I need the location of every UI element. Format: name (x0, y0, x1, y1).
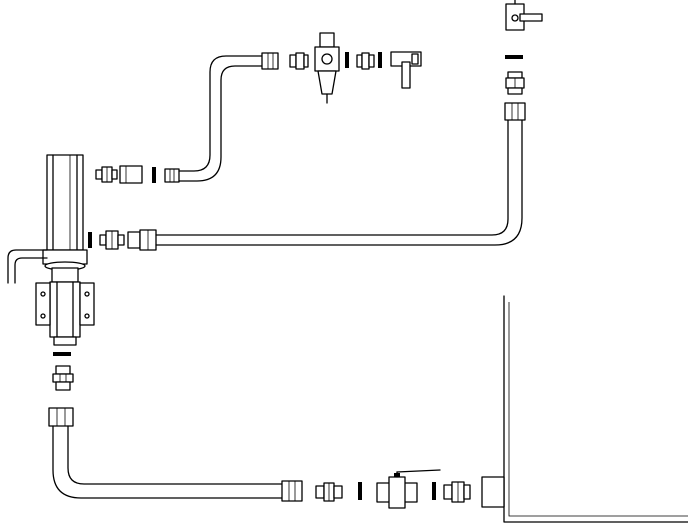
air-nipple-2 (356, 52, 375, 70)
gasket-air-2 (378, 52, 382, 68)
filter-regulator (314, 32, 340, 104)
fitting-nipple-bottom (315, 482, 343, 502)
air-supply-valve (505, 0, 543, 31)
air-inlet-fittings (95, 165, 156, 184)
gasket-bottom-1 (358, 482, 362, 500)
tank-bung (481, 476, 505, 508)
fitting-nipple-top-right (505, 71, 525, 95)
pump-body (42, 154, 88, 346)
fluid-outlet-hose (48, 407, 303, 502)
tank (503, 295, 688, 523)
air-nipple-1 (289, 52, 309, 70)
pump-mounting-bracket (35, 282, 95, 326)
fluid-supply-hose (127, 102, 526, 251)
gasket-air-1 (345, 52, 349, 68)
pump-outlet-nipple (52, 365, 74, 391)
ball-valve (376, 469, 441, 509)
fitting-nipple-tank (443, 481, 471, 503)
pump-side-outlet-pipe (7, 249, 48, 284)
fitting-bushing (88, 230, 125, 250)
gasket-top-right (505, 55, 523, 59)
air-hose (164, 52, 279, 183)
pump-outlet-gasket (53, 352, 71, 356)
gasket-bottom-2 (432, 482, 436, 500)
air-ball-valve (390, 51, 422, 89)
